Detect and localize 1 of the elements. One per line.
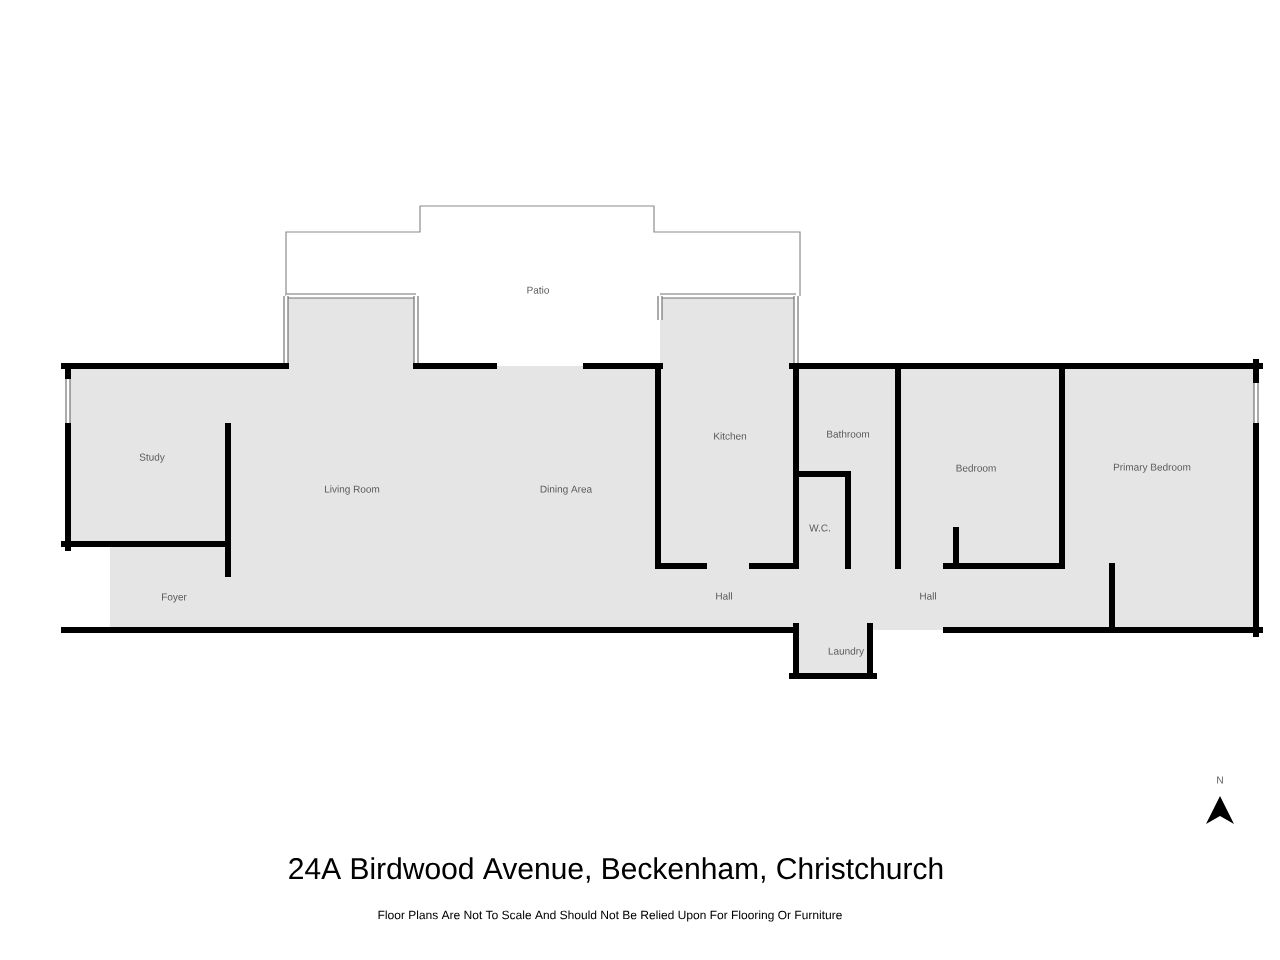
address-title: 24A Birdwood Avenue, Beckenham, Christchurch <box>289 857 943 883</box>
